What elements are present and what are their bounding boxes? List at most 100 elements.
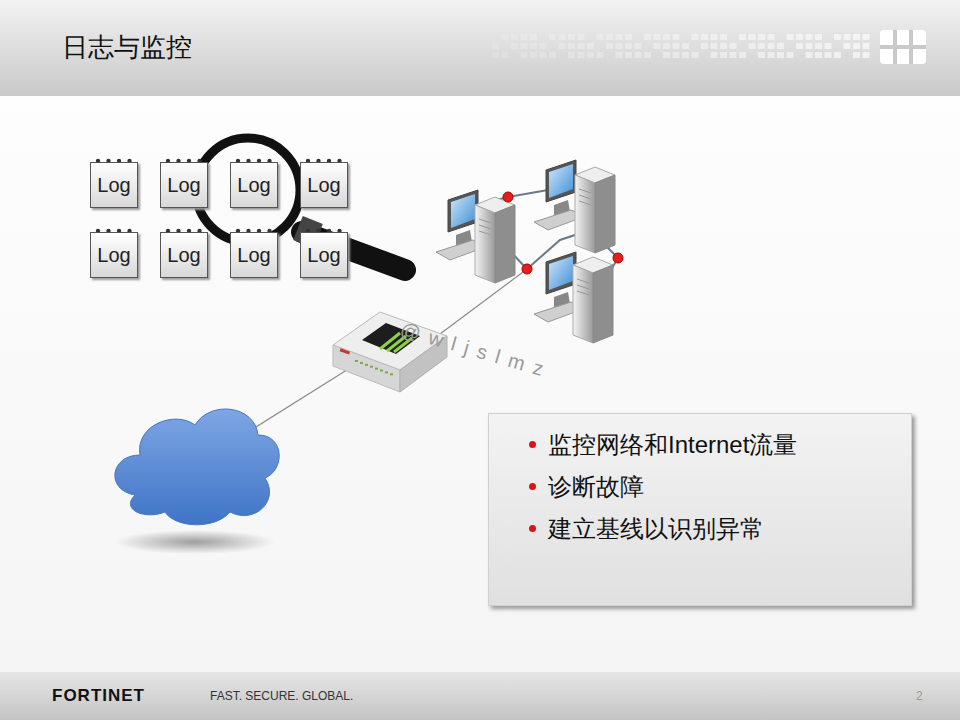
port-led (385, 371, 388, 373)
log-file-icon: Log (230, 232, 278, 278)
cloud-shadow (115, 530, 275, 554)
log-file-icon: Log (90, 162, 138, 208)
link-dot (503, 192, 513, 202)
pattern-square (768, 43, 775, 49)
pattern-square (739, 52, 746, 58)
log-label: Log (167, 244, 200, 267)
pattern-square (644, 52, 651, 58)
port-led (375, 368, 378, 370)
pattern-square (673, 34, 680, 40)
log-word: Log (97, 174, 130, 196)
pattern-square (863, 52, 870, 58)
pattern-square (720, 34, 727, 40)
pattern-square (502, 52, 509, 58)
pattern-square (730, 43, 737, 49)
pattern-square (625, 52, 632, 58)
pattern-square (625, 34, 632, 40)
pattern-square (777, 52, 784, 58)
log-file-icon: Log (300, 162, 348, 208)
pattern-square (673, 43, 680, 49)
bullet-text: 监控网络和Internet流量 (529, 424, 895, 466)
pattern-square (511, 34, 518, 40)
wire (248, 368, 350, 432)
pattern-square (568, 34, 575, 40)
bullet-dot (529, 483, 536, 490)
bullet-line: 诊断故障 (548, 473, 644, 500)
log-file-icon: Log (300, 232, 348, 278)
pattern-square (654, 43, 661, 49)
log-word: Log (97, 244, 130, 266)
pattern-square (701, 43, 708, 49)
pattern-square (530, 43, 537, 49)
pattern-square (540, 52, 547, 58)
port-led (380, 370, 383, 372)
pattern-square (492, 43, 499, 49)
pattern-square (749, 43, 756, 49)
log-file-icon: Log (90, 232, 138, 278)
pattern-square (597, 34, 604, 40)
bullet-panel: 监控网络和Internet流量诊断故障建立基线以识别异常 (488, 413, 912, 606)
firewall-device (333, 312, 447, 392)
pattern-square (796, 43, 803, 49)
log-file-icon: Log (160, 232, 208, 278)
pattern-square (701, 34, 708, 40)
log-label: Log (97, 244, 130, 267)
pattern-square (635, 52, 642, 58)
pattern-square (787, 34, 794, 40)
pattern-square (825, 43, 832, 49)
link-dot (522, 264, 532, 274)
pattern-square (521, 52, 528, 58)
pattern-square (815, 34, 822, 40)
log-label: Log (237, 244, 270, 267)
pattern-square (815, 43, 822, 49)
pattern-square (815, 52, 822, 58)
pattern-square (806, 52, 813, 58)
bullet-line: 建立基线以识别异常 (548, 515, 764, 542)
log-label: Log (97, 174, 130, 197)
log-word: Log (167, 174, 200, 196)
pattern-square (521, 43, 528, 49)
log-word: Log (307, 174, 340, 196)
slide-title: 日志与监控 (62, 30, 192, 65)
log-label: Log (237, 174, 270, 197)
pattern-square (853, 43, 860, 49)
log-label: Log (167, 174, 200, 197)
pattern-square (625, 43, 632, 49)
fortinet-icon (880, 30, 926, 64)
bullet-text: 诊断故障 (529, 466, 895, 508)
pattern-square (663, 52, 670, 58)
pattern-square (863, 43, 870, 49)
pattern-square (606, 43, 613, 49)
log-file-icon: Log (160, 162, 208, 208)
pattern-square (530, 52, 537, 58)
pattern-square (853, 52, 860, 58)
pattern-square (540, 43, 547, 49)
pattern-square (597, 52, 604, 58)
pattern-square (825, 52, 832, 58)
pattern-square (578, 34, 585, 40)
port-led (360, 362, 363, 364)
pattern-square (616, 52, 623, 58)
pattern-square (511, 43, 518, 49)
port-led (365, 364, 368, 366)
pattern-square (549, 52, 556, 58)
pattern-square (844, 43, 851, 49)
pattern-square (502, 34, 509, 40)
pattern-square (853, 34, 860, 40)
pattern-square (739, 34, 746, 40)
pattern-square (492, 52, 499, 58)
network-computers (436, 160, 623, 343)
pattern-square (768, 34, 775, 40)
pattern-square (682, 43, 689, 49)
header-pattern (492, 34, 870, 58)
pattern-square (844, 34, 851, 40)
pattern-square (549, 34, 556, 40)
pattern-square (587, 52, 594, 58)
footer-logo: FORTINET (52, 686, 145, 706)
footer-bar (0, 672, 960, 720)
pattern-square (711, 43, 718, 49)
footer-tagline: FAST. SECURE. GLOBAL. (210, 689, 353, 703)
pattern-square (635, 43, 642, 49)
pattern-square (796, 34, 803, 40)
workstation (534, 252, 613, 343)
